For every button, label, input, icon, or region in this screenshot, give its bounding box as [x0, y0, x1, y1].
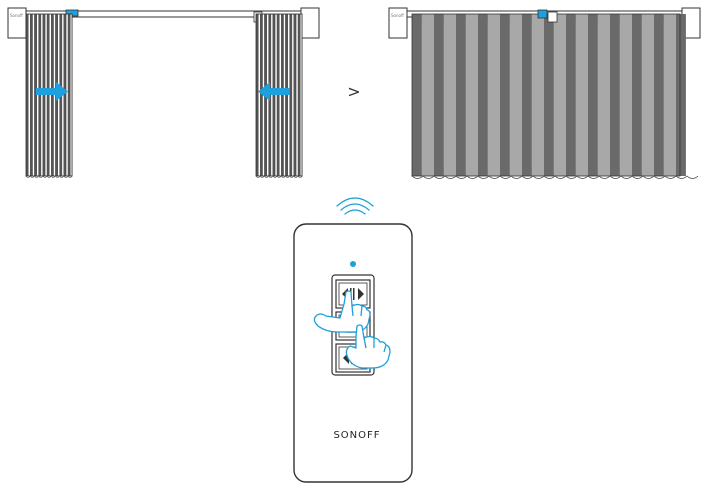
curtain-hem	[276, 175, 282, 178]
curtain-fold	[478, 14, 488, 176]
curtain-panel-left	[25, 13, 73, 178]
curtain-hem	[34, 175, 39, 178]
curtain-fold	[487, 14, 500, 176]
curtain-fold	[610, 14, 620, 176]
curtain-outline	[255, 13, 303, 177]
curtain-hem	[63, 175, 69, 178]
curtain-motor-right	[547, 11, 558, 23]
curtain-fold	[30, 14, 33, 176]
curtain-outline	[25, 13, 73, 177]
curtain-fold	[566, 14, 576, 176]
curtain-fold	[298, 14, 301, 176]
curtain-hem	[264, 175, 269, 178]
scene-curtains-open	[7, 7, 320, 178]
curtain-fold	[509, 14, 522, 176]
curtain-hem	[29, 175, 35, 178]
curtain-fold	[641, 14, 654, 176]
curtain-closed-panel	[411, 13, 699, 179]
bracket-brand-mark: Sonoff	[391, 13, 404, 18]
curtain-fold	[65, 13, 69, 177]
wall-bracket-left	[388, 7, 408, 39]
curtain-fold	[619, 14, 632, 176]
curtain-fold	[553, 14, 566, 176]
curtain-fold	[531, 14, 544, 176]
curtain-fold	[500, 14, 510, 176]
curtain-hem	[55, 175, 60, 178]
curtain-hem	[268, 175, 274, 178]
curtain-hem	[38, 175, 44, 178]
remote-control	[293, 223, 413, 483]
curtain-hem	[25, 175, 31, 178]
curtain-fold	[293, 14, 297, 176]
pointing-hand-icon	[313, 290, 371, 333]
curtain-motor-left	[537, 9, 548, 19]
pointing-hand-icon	[345, 324, 391, 369]
curtain-hem	[50, 175, 56, 178]
curtain-hem	[59, 175, 65, 178]
curtain-hem	[255, 175, 261, 178]
curtain-fold	[522, 14, 532, 176]
curtain-panel-right	[255, 13, 303, 178]
curtain-hem	[67, 175, 73, 178]
curtain-fold	[421, 14, 434, 176]
curtain-fold	[443, 14, 456, 176]
curtain-hem	[280, 175, 286, 178]
curtain-hem	[259, 175, 265, 178]
arrow-left-icon	[258, 82, 290, 101]
curtain-hem	[297, 175, 303, 178]
curtain-fold	[465, 14, 478, 176]
wifi-signal-icon	[336, 197, 374, 215]
curtain-fold	[575, 14, 588, 176]
scene-curtains-closed	[388, 7, 701, 179]
curtain-fold	[63, 14, 67, 176]
curtain-hem	[293, 175, 299, 178]
curtain-fold	[291, 13, 295, 177]
curtain-fold	[258, 13, 261, 177]
curtain-hem	[46, 175, 52, 178]
curtain-hem	[675, 175, 699, 179]
curtain-fold	[68, 14, 71, 176]
curtain-fold	[654, 14, 664, 176]
curtain-fold	[289, 14, 292, 176]
status-led	[350, 261, 356, 267]
curtain-fold	[295, 13, 299, 177]
curtain-fold	[256, 14, 259, 176]
curtain-fold	[676, 14, 686, 176]
curtain-hem	[285, 175, 290, 178]
curtain-fold	[32, 13, 35, 177]
curtain-hem	[272, 175, 278, 178]
bracket-brand-mark: Sonoff	[10, 13, 23, 18]
curtain-fold	[544, 14, 554, 176]
curtain-hem	[42, 175, 48, 178]
curtain-fold	[456, 14, 466, 176]
step-arrow: >	[347, 82, 360, 101]
curtain-fold	[632, 14, 642, 176]
curtain-fold	[26, 14, 29, 176]
wall-bracket-right	[300, 7, 320, 39]
curtain-hem	[289, 175, 295, 178]
curtain-fold	[412, 14, 422, 176]
curtain-fold	[588, 14, 598, 176]
curtain-fold	[260, 14, 263, 176]
curtain-fold	[663, 14, 676, 176]
curtain-fold	[34, 14, 37, 176]
open-curtain-button[interactable]	[335, 279, 371, 309]
curtain-fold	[434, 14, 444, 176]
arrow-right-icon	[36, 82, 68, 101]
curtain-fold	[597, 14, 610, 176]
remote-brand-logo: SONOFF	[333, 430, 381, 441]
curtain-fold	[28, 13, 31, 177]
